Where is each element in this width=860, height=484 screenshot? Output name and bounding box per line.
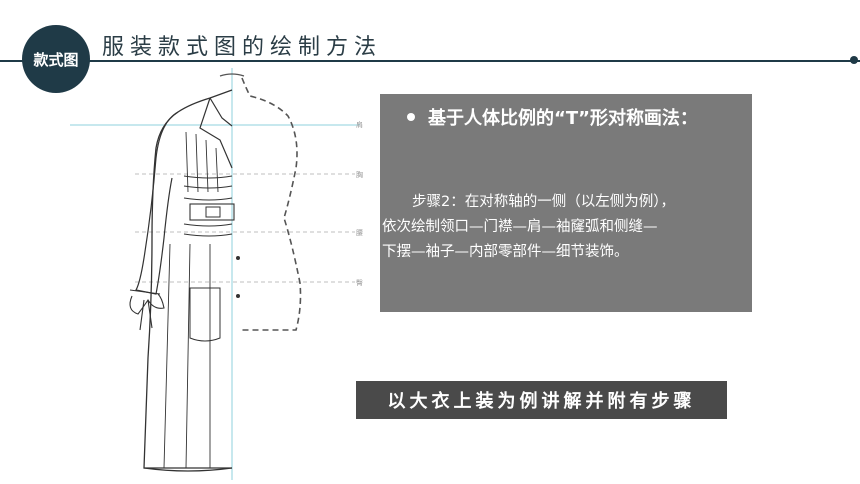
header-rule-end-dot — [850, 56, 858, 64]
section-badge: 款式图 — [22, 25, 90, 93]
coat-pocket — [189, 287, 221, 342]
coat-sleeve — [135, 111, 179, 295]
panel-body-line: 依次绘制领口—门襟—肩—袖窿弧和侧缝— — [382, 219, 658, 235]
shoulder-label: 肩 — [356, 121, 363, 129]
bodice-pleats — [185, 131, 219, 193]
coat-flat-sketch — [70, 68, 360, 480]
header-rule — [0, 60, 860, 62]
waist-belt — [189, 203, 235, 221]
smocked-waist — [183, 175, 233, 237]
belt-buckle — [205, 206, 221, 218]
bullet-icon — [407, 113, 415, 121]
panel-body-line: 下摆—袖子—内部零部件—细节装饰。 — [382, 244, 629, 260]
mannequin-outline — [240, 77, 302, 331]
info-panel: 基于人体比例的“T”形对称画法： 步骤2：在对称轴的一侧（以左侧为例）， 依次绘… — [380, 94, 752, 312]
panel-body-line: 步骤2：在对称轴的一侧（以左侧为例）， — [412, 194, 675, 210]
coat-button — [236, 294, 240, 298]
coat-hem — [143, 467, 233, 472]
caption-banner: 以大衣上装为例讲解并附有步骤 — [356, 381, 727, 419]
mannequin-neck — [219, 73, 245, 77]
hip-label: 臀 — [356, 279, 363, 287]
coat-lapel — [199, 97, 233, 169]
panel-heading: 基于人体比例的“T”形对称画法： — [428, 108, 698, 129]
sleeve-cuff-bow — [129, 289, 165, 331]
section-badge-label: 款式图 — [33, 50, 79, 69]
panel-body: 步骤2：在对称轴的一侧（以左侧为例）， 依次绘制领口—门襟—肩—袖窿弧和侧缝— … — [382, 190, 750, 265]
bust-label: 胸 — [356, 171, 363, 179]
coat-button — [236, 256, 240, 260]
waist-label: 腰 — [356, 229, 363, 237]
skirt-folds — [163, 243, 211, 469]
page-title: 服装款式图的绘制方法 — [102, 35, 383, 60]
coat-body-outline — [143, 89, 233, 469]
